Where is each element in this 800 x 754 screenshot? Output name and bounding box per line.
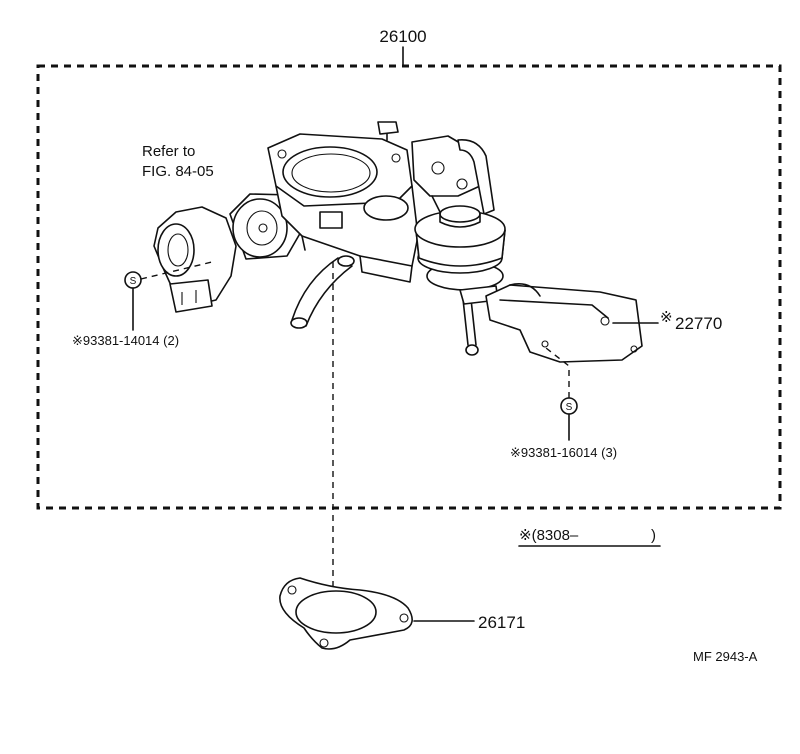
bolt-right-part-number: ※93381-16014 (3) xyxy=(510,445,617,460)
bracket-note-mark: ※ xyxy=(660,309,673,326)
production-date-note-close: ) xyxy=(651,527,656,544)
throttle-shaft-boss xyxy=(229,193,303,260)
figure-code: MF 2943-A xyxy=(693,649,758,664)
refer-to-label: Refer to xyxy=(142,143,195,160)
screw-marker-right-label: S xyxy=(566,402,573,413)
throttle-body xyxy=(267,133,419,283)
bracket xyxy=(485,283,643,363)
screw-marker-left-label: S xyxy=(130,276,137,287)
adjust-nut xyxy=(377,121,399,141)
throttle-position-sensor xyxy=(153,206,237,313)
throttle-linkage xyxy=(411,135,495,215)
bracket-part-number: 22770 xyxy=(675,314,722,333)
vacuum-diaphragm xyxy=(414,205,506,291)
hose-tube xyxy=(290,255,355,329)
bolt-left-part-number: ※93381-14014 (2) xyxy=(72,333,179,348)
main-part-number: 26100 xyxy=(379,27,426,46)
screw-left-dashed-leader xyxy=(140,261,213,280)
production-date-note-open: ※(8308– xyxy=(519,527,579,544)
gasket-part-number: 26171 xyxy=(478,613,525,632)
figure-reference-label: FIG. 84-05 xyxy=(142,163,214,180)
assembly-boundary xyxy=(36,64,782,510)
gasket xyxy=(279,577,413,650)
